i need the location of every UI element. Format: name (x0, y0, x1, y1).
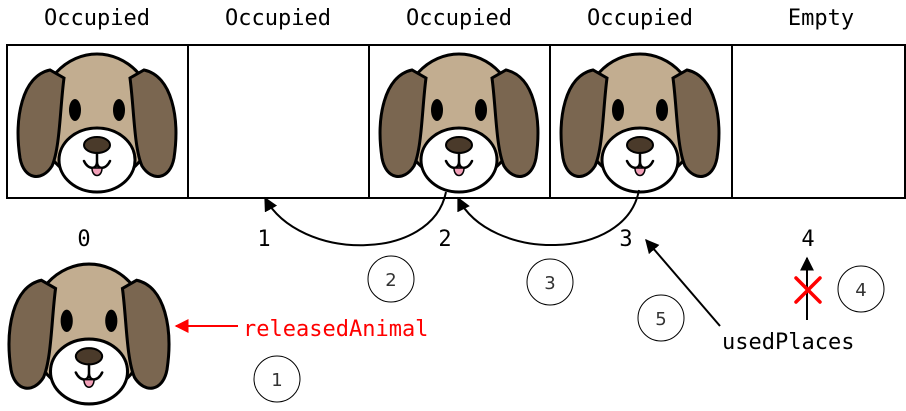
step-numbers: 1 2 3 4 5 (271, 270, 866, 391)
slot-index-3: 3 (619, 227, 632, 252)
slot-status-3: Occupied (587, 6, 693, 31)
dog-face-icon (16, 52, 178, 194)
step-circle-5 (637, 294, 685, 342)
slot-status-0: Occupied (44, 6, 150, 31)
slot-index-2: 2 (438, 227, 451, 252)
step-circle-4 (837, 265, 885, 313)
slot-index-1: 1 (257, 227, 270, 252)
shift-arrow-3-to-2 (457, 189, 640, 246)
slot-status-4: Empty (788, 6, 854, 31)
step-number-4: 4 (855, 280, 866, 301)
step-markers (253, 255, 885, 403)
used-places-arrow (645, 238, 721, 327)
slot-index-4: 4 (801, 227, 814, 252)
dog-face-icon (559, 52, 721, 194)
shift-arrow-2-to-1 (264, 191, 447, 247)
step-number-5: 5 (655, 309, 666, 330)
step-circle-2 (367, 255, 415, 303)
step-number-2: 2 (385, 270, 396, 291)
slot-status-1: Occupied (225, 6, 331, 31)
dog-face-icon (378, 52, 540, 194)
step-circle-1 (253, 355, 301, 403)
array-cells (6, 44, 906, 199)
array-cell-4 (731, 44, 906, 199)
slot-index-0: 0 (77, 227, 90, 252)
used-places-label: usedPlaces (722, 330, 854, 355)
red-x-icon (794, 276, 822, 304)
released-dog-face-icon (7, 262, 171, 406)
index-labels: 0 1 2 3 4 (77, 227, 814, 252)
step-circle-3 (526, 258, 574, 306)
status-labels: Occupied Occupied Occupied Occupied Empt… (44, 6, 854, 31)
step-number-3: 3 (544, 273, 555, 294)
released-animal-label: releasedAnimal (243, 317, 428, 342)
step-number-1: 1 (271, 370, 282, 391)
array-cell-1 (187, 44, 370, 199)
slot-status-2: Occupied (406, 6, 512, 31)
